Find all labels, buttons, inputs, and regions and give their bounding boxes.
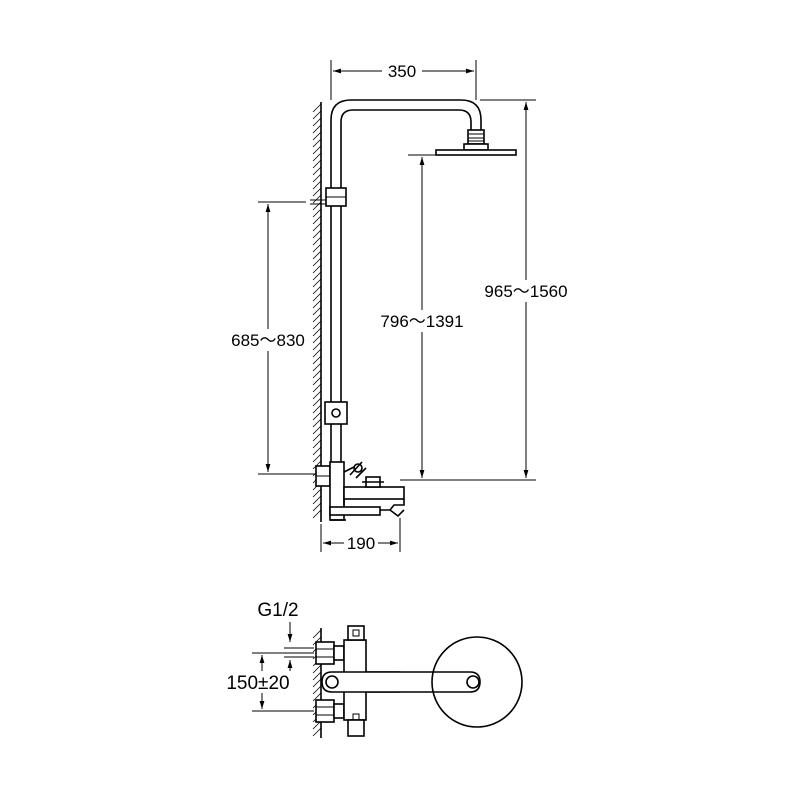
wall-hatch-line [312, 201, 322, 211]
wall-hatch-line [312, 671, 322, 681]
wall-hatch-line [312, 145, 322, 155]
wall-bracket [310, 187, 347, 207]
wall-hatch-line [312, 397, 322, 407]
wall-hatch-line [312, 250, 322, 260]
wall-hatch-line [312, 727, 322, 737]
wall-hatch-line [312, 131, 322, 141]
wall-hatch-line [312, 439, 322, 449]
wall-hatch-line [312, 222, 322, 232]
wall-hatch-line [312, 334, 322, 344]
wall-hatch-line [312, 636, 322, 646]
wall-hatch-line [312, 404, 322, 414]
wall-hatch-line [312, 152, 322, 162]
wall-hatch-line [312, 243, 322, 253]
wall-hatch-line [312, 446, 322, 456]
plan-shower-head [431, 636, 523, 728]
wall-hatch-line [312, 348, 322, 358]
wall-hatch-line [312, 460, 322, 470]
plan-arm [321, 671, 481, 693]
dim-spout-projection: 190 [320, 518, 401, 553]
wall-hatch-line [312, 509, 322, 519]
height-adjuster [324, 401, 348, 425]
side-elevation: 350 965～1560 796～1391 685～830 [231, 60, 568, 553]
wall-hatch-line [312, 110, 322, 120]
dim-inlet-thread: G1/2 [257, 600, 314, 672]
wall-hatch-line [312, 257, 322, 267]
wall-hatch-line [312, 488, 322, 498]
dim-inlet-centers-label: 150±20 [226, 673, 289, 694]
wall-hatch-line [312, 285, 322, 295]
wall-hatch-line [312, 495, 322, 505]
wall-hatch-line [312, 236, 322, 246]
wall-hatch-line [312, 502, 322, 512]
dim-mixer-height: 685～830 [231, 201, 316, 475]
wall-hatch-line [312, 124, 322, 134]
wall-hatch-line [312, 692, 322, 702]
wall-hatch-line [312, 341, 322, 351]
wall-hatch-line [312, 376, 322, 386]
wall-hatch-line [312, 453, 322, 463]
wall-hatch-line [312, 362, 322, 372]
dim-mixer-height-label: 685～830 [231, 331, 305, 350]
wall-hatch-line [312, 159, 322, 169]
inlet-fittings [315, 641, 345, 723]
wall-hatch-line [312, 685, 322, 695]
dim-overall-height: 965～1560 [400, 99, 568, 481]
dim-arm-width: 350 [330, 60, 477, 100]
wall-hatch-line [312, 390, 322, 400]
shower-arm [330, 99, 482, 130]
wall-hatch-line [312, 306, 322, 316]
dim-arm-width-label: 350 [388, 62, 416, 81]
dim-inlet-thread-label: G1/2 [257, 600, 298, 621]
plan-view: G1/2 150±20 [226, 600, 523, 738]
dim-inlet-centers: 150±20 [226, 652, 314, 712]
wall-hatch-line [312, 173, 322, 183]
wall-hatch-line [312, 383, 322, 393]
wall-hatch-line [312, 355, 322, 365]
dim-spout-projection-label: 190 [347, 534, 375, 553]
dim-head-height: 796～1391 [354, 154, 464, 478]
shower-head [435, 129, 517, 156]
wall-hatch-line [312, 369, 322, 379]
wall-hatch-line [312, 278, 322, 288]
wall-hatch-line [312, 194, 322, 204]
wall-hatch-line [312, 664, 322, 674]
wall-hatch-line [312, 411, 322, 421]
wall-hatch-line [312, 229, 322, 239]
wall-hatch-line [312, 320, 322, 330]
wall-hatch-line [312, 629, 322, 639]
wall-hatch-line [312, 271, 322, 281]
wall-hatch-line [312, 215, 322, 225]
wall-hatch-line [312, 299, 322, 309]
wall-hatch-line [312, 425, 322, 435]
wall-hatch-line [312, 264, 322, 274]
wall-hatch-line [312, 418, 322, 428]
thermostatic-mixer [315, 461, 405, 521]
wall-hatch-line [312, 292, 322, 302]
wall-hatch-line [312, 678, 322, 688]
wall-hatch-line [312, 138, 322, 148]
wall-hatch-line [312, 117, 322, 127]
wall-hatch-line [312, 166, 322, 176]
wall-hatch-line [312, 327, 322, 337]
wall-hatch-line [312, 208, 322, 218]
dim-overall-height-label: 965～1560 [484, 282, 567, 301]
wall-hatch-line [312, 180, 322, 190]
wall-hatch-line [312, 103, 322, 113]
dim-head-height-label: 796～1391 [380, 312, 463, 331]
wall-hatch-line [312, 313, 322, 323]
wall-hatch-line [312, 187, 322, 197]
wall-hatching [312, 102, 322, 522]
wall-hatch-line [312, 432, 322, 442]
